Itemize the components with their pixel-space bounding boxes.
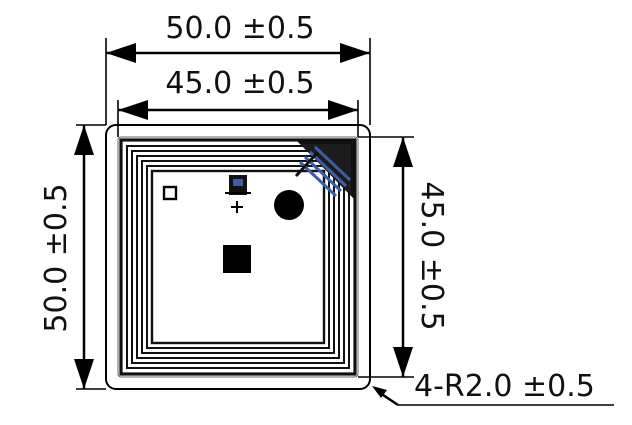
antenna-coil [119,138,357,376]
outer-height-arrow-top [74,125,94,155]
alignment-square [162,185,178,201]
outer-height-label: 50.0 ±0.5 [39,183,74,332]
inner-width-arrow-left [118,100,148,120]
contact-pad [274,190,304,220]
inner-width-arrow-right [328,100,358,120]
ic-chip [223,245,251,273]
corner-radius-label: 4-R2.0 ±0.5 [414,369,595,404]
outer-width-arrow-left [106,43,136,63]
radius-leader-arrow [372,386,387,398]
inner-height-arrow-bottom [393,347,413,377]
outer-height-arrow-bottom [74,359,94,389]
outer-width-label: 50.0 ±0.5 [165,11,314,46]
inner-height-label: 45.0 ±0.5 [414,181,449,330]
inner-height-arrow-top [393,137,413,167]
outer-width-arrow-right [340,43,370,63]
inner-width-label: 45.0 ±0.5 [165,66,314,101]
chip-module [225,175,251,213]
coil-bridge [294,140,355,200]
